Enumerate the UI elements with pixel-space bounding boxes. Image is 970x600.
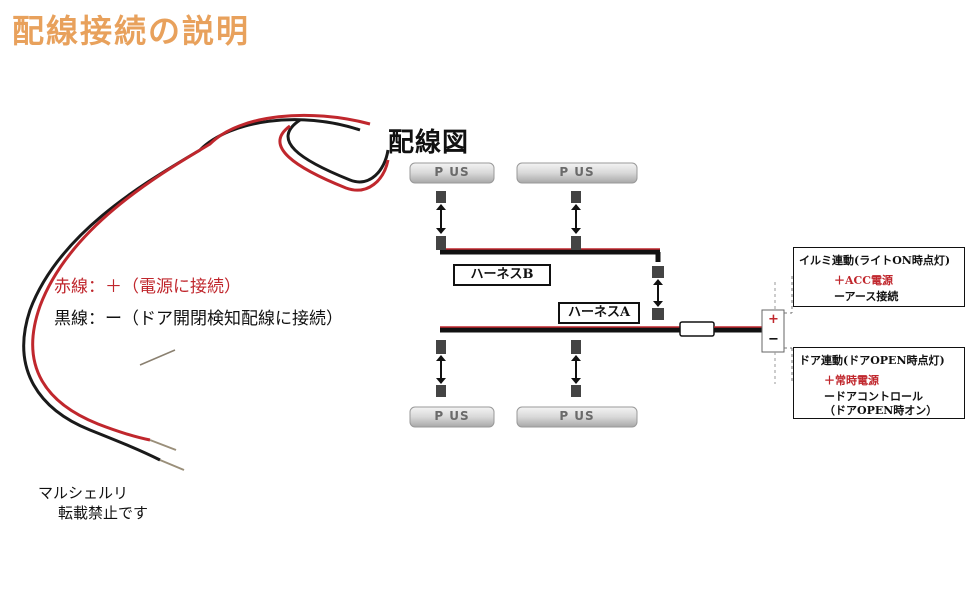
door-link-box: ドア連動(ドアOPEN時点灯) ＋常時電源 ードアコントロール （ドアOPEN時… (793, 347, 965, 419)
illumination-acc: ＋ACC電源 (834, 274, 894, 287)
harness-b-label: ハーネスB (453, 264, 551, 286)
page-title: 配線接続の説明 (12, 12, 251, 50)
wire-photo (22, 113, 390, 471)
harness-a-label: ハーネスA (558, 302, 640, 324)
illumination-header: イルミ連動(ライトON時点灯) (799, 254, 951, 267)
wiring-diagram (409, 162, 793, 428)
lamp-label-top-right: P US (559, 165, 595, 179)
minus-terminal: − (768, 332, 779, 347)
door-open-note: （ドアOPEN時オン） (824, 404, 938, 417)
credit-line-2: 転載禁止です (58, 504, 149, 522)
illumination-link-box: イルミ連動(ライトON時点灯) ＋ACC電源 ーアース接続 (793, 247, 965, 307)
door-header: ドア連動(ドアOPEN時点灯) (799, 354, 945, 367)
door-control: ードアコントロール (824, 390, 923, 403)
lamp-label-bottom-left: P US (434, 409, 470, 423)
lamp-label-bottom-right: P US (559, 409, 595, 423)
lamp-label-top-left: P US (434, 165, 470, 179)
red-wire-legend: 赤線：＋（電源に接続） (54, 277, 241, 297)
credit-note: マルシェルリ 転載禁止です (38, 483, 148, 523)
credit-line-1: マルシェルリ (38, 484, 129, 502)
plus-terminal: + (768, 312, 779, 327)
black-wire-legend: 黒線：ー（ドア開閉検知配線に接続） (54, 309, 343, 329)
illumination-ground: ーアース接続 (834, 290, 899, 303)
diagram-title: 配線図 (388, 128, 470, 158)
door-constant-power: ＋常時電源 (824, 374, 879, 387)
